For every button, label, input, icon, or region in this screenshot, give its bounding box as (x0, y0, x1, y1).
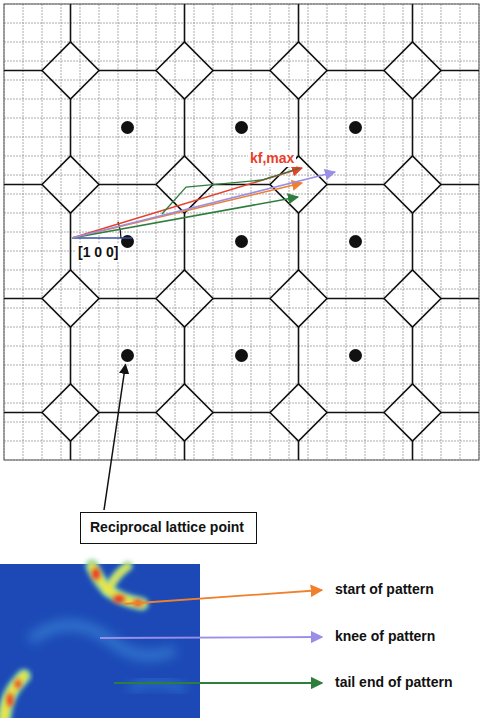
lattice-points (121, 121, 362, 362)
lattice-point (235, 121, 248, 134)
zone-tiling (4, 4, 479, 460)
lattice-point (349, 349, 362, 362)
tail-leader (114, 682, 322, 684)
knee-vector (72, 172, 335, 238)
wave-vectors (72, 168, 335, 238)
diffraction-image (0, 564, 200, 718)
lattice-point (121, 121, 134, 134)
lattice-point (349, 121, 362, 134)
lattice-point (121, 235, 134, 248)
wave-vector-label: kf,max (248, 150, 296, 167)
direction-label: [1 0 0] (76, 244, 120, 261)
lattice-point (121, 349, 134, 362)
lattice-point (235, 349, 248, 362)
grid (4, 4, 479, 460)
kf-max-vector (72, 168, 302, 238)
callout-text: Reciprocal lattice point (90, 519, 247, 536)
start-leader (124, 590, 322, 604)
leader-line (104, 365, 126, 511)
callout-box: Reciprocal lattice point (80, 512, 257, 544)
knee-leader (100, 637, 322, 638)
lattice-point (235, 235, 248, 248)
pattern-label: start of pattern (335, 581, 434, 598)
pattern-label: knee of pattern (335, 628, 435, 645)
lattice-point (349, 235, 362, 248)
pattern-label: tail end of pattern (335, 674, 452, 691)
tail-vector (72, 197, 298, 238)
